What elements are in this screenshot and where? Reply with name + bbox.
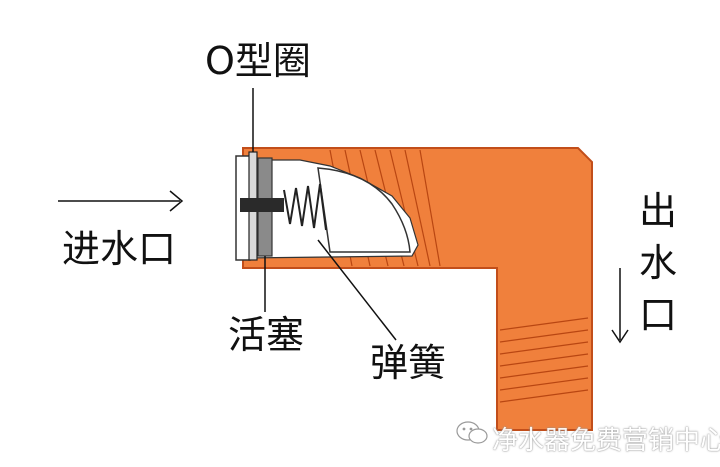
outlet-arrow — [611, 268, 629, 344]
spring-label: 弹簧 — [370, 341, 447, 385]
spring-leader-line — [317, 239, 397, 341]
piston-label: 活塞 — [228, 313, 305, 357]
inlet-label: 进水口 — [62, 227, 177, 271]
outlet-label: 出水口 — [638, 189, 677, 337]
watermark-text: 净水器免费营销中心 — [492, 426, 720, 456]
wechat-icon — [456, 421, 488, 444]
inlet-arrow — [58, 190, 184, 212]
spring-coil — [283, 183, 327, 231]
o-ring-label: O型圈 — [205, 39, 311, 83]
piston-stem — [240, 198, 284, 212]
valve-poppet — [317, 167, 411, 253]
